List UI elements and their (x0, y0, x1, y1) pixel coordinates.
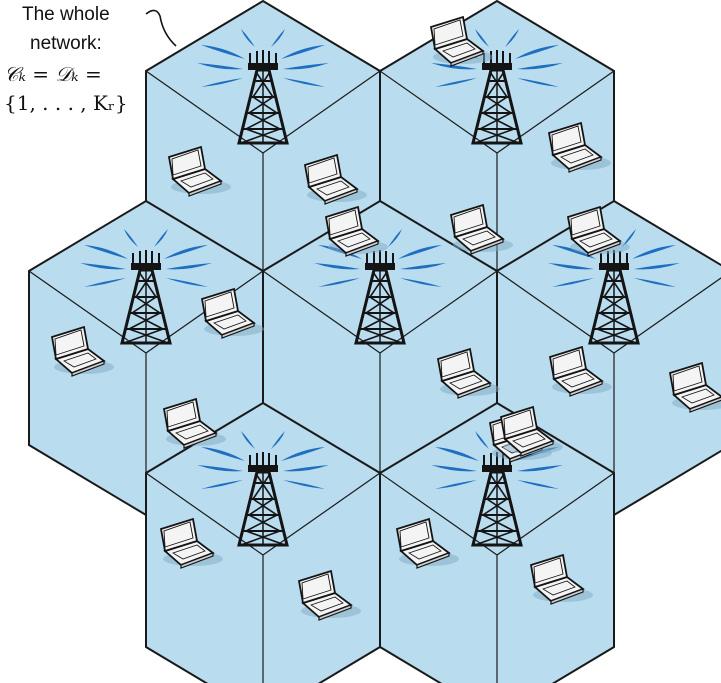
annotation-title-line1: The whole (22, 4, 110, 26)
annotation-title-line2: network: (30, 33, 102, 55)
annotation-formula-line2: {1, . . . , Kᵣ} (4, 91, 128, 115)
callout-line (146, 10, 176, 46)
annotation-formula-line1: 𝒞ₖ = 𝒟ₖ = (4, 62, 102, 86)
